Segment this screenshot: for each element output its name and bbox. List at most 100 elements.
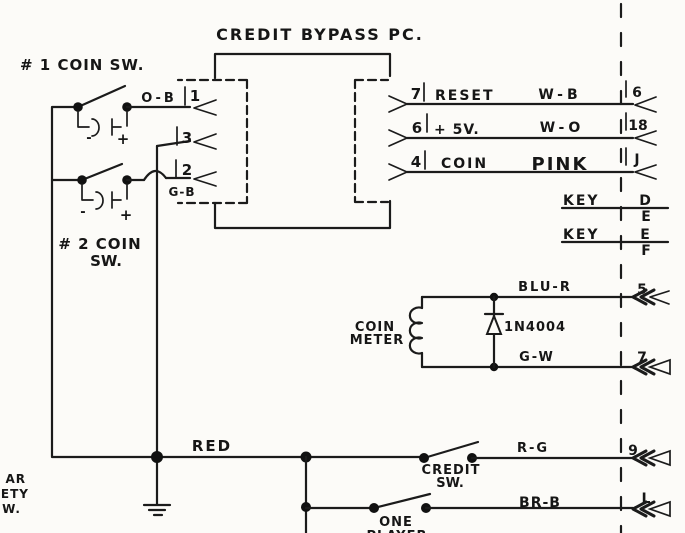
clipped-label-line2: ETY [1, 487, 29, 501]
harness-pin-7-number: 7 [637, 350, 647, 366]
coin-switch-2: - + # 2 COIN SW. [58, 162, 141, 270]
connector-chevron [631, 288, 648, 306]
harness-pin-l-connector [631, 500, 671, 518]
coin-switch-2-blade [80, 162, 124, 182]
harness-pin-j-arrow [634, 164, 657, 180]
harness-pin-6-number: 6 [632, 85, 642, 101]
harness-pin-9-connector [631, 449, 671, 467]
signal-5v-label: + 5V. [434, 122, 480, 138]
one-player-switch: ONE PLAYER BR-B L [367, 491, 651, 533]
coin-switch-1-plus-label: + [117, 130, 130, 148]
coin-switch-2-minus-label: - [80, 205, 85, 220]
coin-switch-1-minus-lead [77, 110, 90, 128]
wire-pin-3 [155, 139, 192, 148]
pin-2-connector-arrow [193, 171, 217, 187]
wire-left-bus [50, 105, 158, 459]
harness-pin-6-arrow [634, 96, 657, 113]
coin-switch-1-minus-label: - [86, 131, 91, 146]
wire-g-b-hop [142, 169, 168, 182]
coin-meter-label-line1: COIN [355, 320, 395, 335]
credit-switch-label-line1: CREDIT [422, 463, 481, 478]
wire-g-b-label: G-B [169, 185, 196, 199]
coin-switch-1-label: # 1 COIN SW. [20, 56, 144, 74]
coin-switch-1: # 1 COIN SW. - + [20, 56, 144, 148]
pin-7-number: 7 [411, 85, 421, 103]
pin-3-number: 3 [182, 129, 192, 147]
pin-2-number: 2 [182, 161, 192, 179]
wire-blu-r-label: BLU-R [518, 280, 572, 295]
wire-red-label: RED [192, 437, 232, 455]
harness-pin-7-connector [631, 358, 671, 376]
connector-chevron [631, 500, 648, 518]
coin-switch-1-blade [76, 84, 127, 109]
wire-g-w-label: G-W [519, 350, 555, 365]
signal-coin-label: COIN [441, 156, 488, 172]
harness-pin-5-connector [631, 288, 670, 306]
connector-chevron [639, 358, 656, 376]
connector-key-2: KEY E F [560, 227, 670, 259]
wire-r-g-label: R-G [517, 441, 549, 456]
connector-chevron [631, 358, 648, 376]
diode-triangle [485, 313, 503, 335]
pin-3-connector-arrow [193, 133, 217, 150]
connector-open-triangle [647, 449, 671, 467]
pcb-outline-bottom [213, 199, 392, 230]
pin-1-connector-arrow [193, 99, 217, 116]
coin-meter: COIN METER [350, 292, 635, 372]
key-2-pin-below: F [641, 243, 651, 259]
ground-bars [142, 503, 172, 517]
wire-br-b-label: BR-B [519, 495, 561, 511]
connector-chevron [639, 288, 656, 306]
connector-chevron [639, 449, 656, 467]
coin-switch-1-contact-left [73, 102, 83, 112]
pcb-edge-connector-left [176, 78, 249, 205]
pin-4-number: 4 [411, 153, 421, 171]
one-player-label-line1: ONE [379, 515, 413, 530]
credit-switch-contact-left [419, 453, 429, 463]
wire-w-o-label: W-O [540, 120, 585, 136]
key-1-pin-above: D [639, 193, 651, 209]
clipped-label-line1: AR [5, 472, 26, 486]
key-2-pin-above: E [640, 227, 650, 243]
connector-key-1: KEY D E [560, 193, 670, 225]
junction-dot [151, 451, 163, 463]
coin-switch-1-plus-terminal [111, 118, 122, 136]
one-player-label-line2: PLAYER [367, 529, 428, 533]
one-player-contact-left [369, 503, 379, 513]
pcb-pin-3: 3 [155, 126, 217, 150]
coin-switch-2-minus-lead [81, 183, 94, 201]
coin-meter-label-line2: METER [350, 333, 405, 348]
diode-1n4004: 1N4004 [483, 295, 566, 369]
connector-open-triangle [647, 500, 671, 518]
schematic-title: CREDIT BYPASS PC. [216, 25, 424, 44]
coin-meter-coil [408, 306, 424, 355]
pcb-pin-row-5v: 6 + 5V. W-O 18 [388, 112, 657, 147]
credit-switch-label-line2: SW. [436, 476, 464, 491]
coin-switch-2-label-line1: # 2 COIN [58, 235, 141, 253]
pcb-outline-top [213, 52, 392, 80]
wire-o-b-label: O-B [141, 91, 177, 106]
ground-symbol [142, 455, 172, 517]
coin-switch-2-label-line2: SW. [90, 252, 122, 270]
connector-open-triangle [647, 358, 671, 376]
clipped-label-line3: W. [2, 502, 21, 516]
coin-switch-1-minus-terminal [91, 118, 100, 137]
connector-chevron [639, 500, 656, 518]
wire-w-b-label: W-B [538, 87, 581, 103]
harness-pin-5-number: 5 [637, 282, 647, 298]
connector-chevron [631, 449, 648, 467]
signal-reset-label: RESET [435, 88, 495, 104]
pin-7-board-arrow [388, 95, 408, 113]
pin-4-board-arrow [388, 163, 408, 181]
key-2-label: KEY [563, 227, 600, 243]
key-1-label: KEY [563, 193, 600, 209]
harness-pin-18-number: 18 [628, 118, 647, 134]
pcb-pin-1: O-B 1 [125, 86, 217, 116]
credit-switch: CREDIT SW. R-G 9 [419, 440, 638, 491]
coin-switch-2-plus-label: + [120, 206, 133, 224]
diode-part-label: 1N4004 [504, 320, 566, 335]
key-1-pin-below: E [641, 209, 651, 225]
one-player-switch-blade [372, 492, 432, 510]
